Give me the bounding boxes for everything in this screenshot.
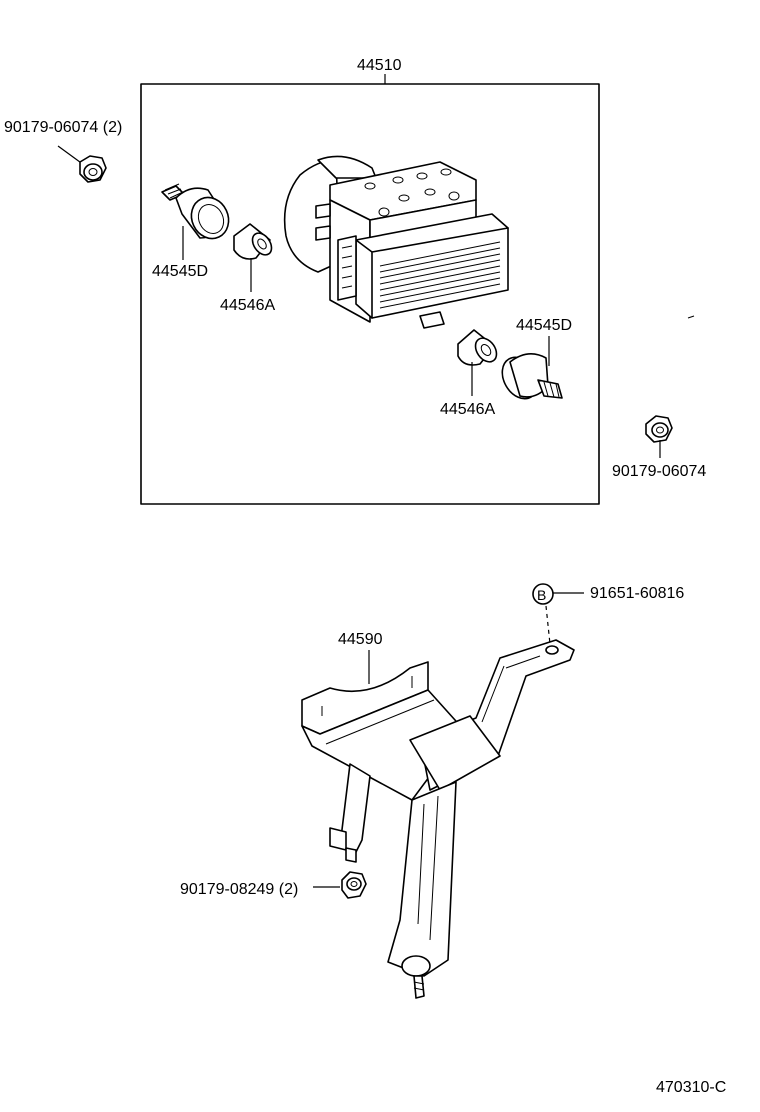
nut-bottom-group: 90179-08249 (2) (180, 871, 367, 899)
nut-bottom-label: 90179-08249 (2) (180, 881, 298, 898)
bracket-label: 44590 (338, 631, 383, 648)
assembly-group: 44510 (140, 57, 600, 505)
bracket-icon (301, 639, 575, 999)
sleeve-right-label: 44546A (440, 401, 495, 418)
damper-left-icon (161, 183, 230, 240)
bolt-b-marker: B (537, 587, 546, 603)
sleeve-left-label: 44546A (220, 297, 275, 314)
sleeve-right-icon (457, 329, 498, 366)
sleeve-left-group: 44546A (220, 223, 275, 314)
bolt-b-dash (545, 605, 551, 645)
bolt-b-group: B 91651-60816 (532, 583, 684, 645)
bolt-b-marker-circle (532, 583, 554, 605)
nut-top-left-group: 90179-06074 (2) (4, 119, 122, 183)
nut-top-left-label: 90179-06074 (2) (4, 119, 122, 136)
assembly-box (140, 83, 600, 505)
nut-right-group: 90179-06074 (612, 415, 706, 480)
bolt-b-label: 91651-60816 (590, 585, 684, 602)
damper-left-label: 44545D (152, 263, 208, 280)
nut-top-left-icon (79, 155, 107, 183)
abs-actuator-icon (283, 155, 695, 329)
sleeve-left-icon (233, 223, 273, 260)
assembly-label: 44510 (357, 57, 402, 74)
damper-right-label: 44545D (516, 317, 572, 334)
nut-bottom-icon (341, 871, 367, 899)
diagram-id: 470310-C (656, 1079, 726, 1096)
damper-right-icon (501, 353, 563, 400)
sleeve-right-group: 44546A (440, 329, 498, 418)
bracket-group: 44590 (301, 631, 575, 999)
damper-right-group: 44545D (501, 317, 572, 400)
nut-right-label: 90179-06074 (612, 463, 706, 480)
damper-left-group: 44545D (152, 183, 230, 280)
nut-right-icon (645, 415, 673, 443)
